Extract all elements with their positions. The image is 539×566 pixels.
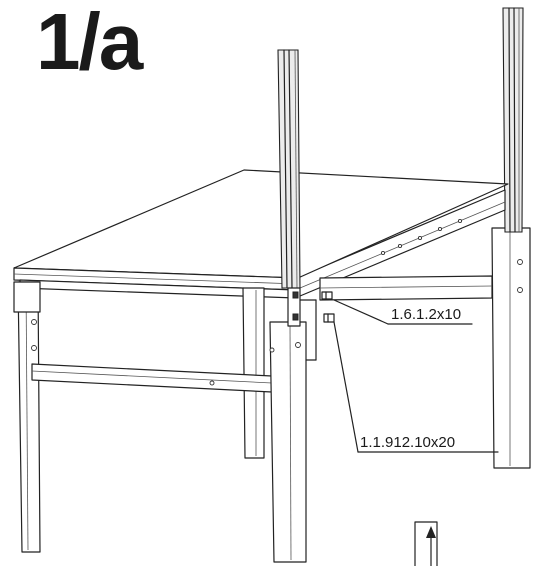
back-left-leg <box>242 287 265 459</box>
front-lower-stretcher <box>31 363 273 393</box>
screw-1-1-912-10x20 <box>323 313 335 323</box>
front-right-leg <box>269 321 307 563</box>
side-apron <box>295 189 506 297</box>
front-left-leg <box>13 281 41 553</box>
step-label: 1/a <box>36 0 143 86</box>
screw-1-6-1-2x10 <box>321 291 333 300</box>
upright-post-left <box>277 49 301 289</box>
leader-line-b <box>333 321 499 453</box>
table-top <box>13 169 509 291</box>
lower-back-stretcher <box>319 275 493 301</box>
back-right-leg <box>491 227 531 469</box>
part-label-bolt: 1.1.912.10x20 <box>360 434 456 451</box>
leader-line-a <box>333 299 473 325</box>
up-arrow-icon <box>414 521 438 566</box>
upright-post-right <box>502 7 524 233</box>
connector-bracket <box>287 287 317 361</box>
part-label-screw: 1.6.1.2x10 <box>391 306 462 323</box>
